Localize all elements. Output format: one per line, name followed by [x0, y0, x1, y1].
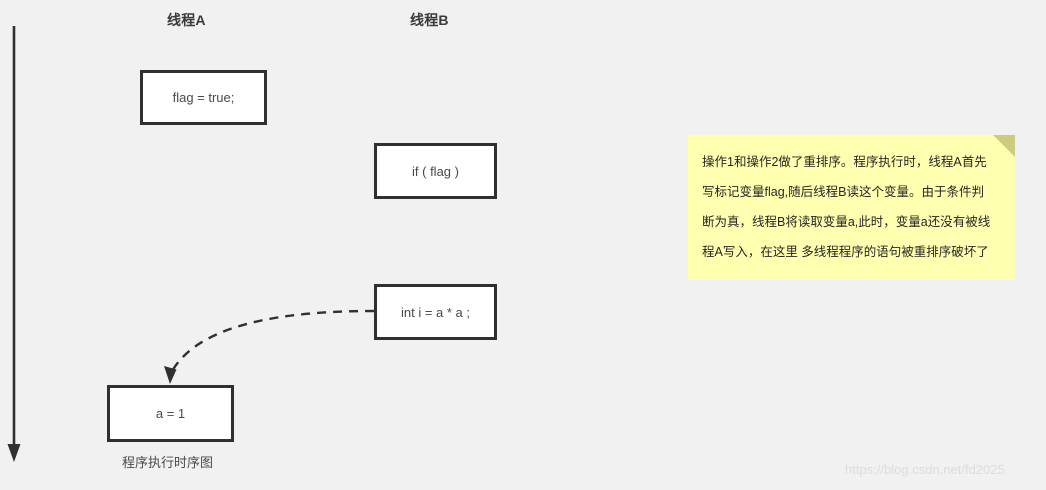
diagram-caption: 程序执行时序图	[122, 455, 214, 470]
statement-box-a-equals-1: a = 1	[107, 385, 234, 442]
explanation-sticky-note: 操作1和操作2做了重排序。程序执行时，线程A首先 写标记变量flag,随后线程B…	[688, 135, 1015, 280]
time-axis-arrowhead	[7, 444, 21, 462]
note-line: 操作1和操作2做了重排序。程序执行时，线程A首先	[702, 155, 987, 169]
note-line: 程A写入，在这里 多线程程序的语句被重排序破坏了	[702, 245, 989, 259]
reorder-dashed-arrow-icon	[140, 285, 390, 390]
reorder-arrow-svg	[164, 309, 375, 384]
reorder-arrow-path	[169, 309, 375, 374]
statement-box-if-flag: if ( flag )	[374, 143, 497, 199]
reorder-arrow-head	[164, 366, 177, 384]
statement-box-flag-true: flag = true;	[140, 70, 267, 125]
source-watermark: https://blog.csdn.net/fd2025	[845, 462, 1005, 477]
note-folded-corner-icon	[993, 135, 1015, 157]
column-header-thread-b: 线程B	[410, 12, 449, 28]
note-line: 写标记变量flag,随后线程B读这个变量。由于条件判	[702, 185, 984, 199]
column-header-thread-a: 线程A	[167, 12, 206, 28]
time-axis-svg	[7, 26, 21, 462]
time-axis-arrow-icon	[0, 20, 30, 468]
statement-box-int-i: int i = a * a ;	[374, 284, 497, 340]
note-line: 断为真，线程B将读取变量a,此时，变量a还没有被线	[702, 215, 991, 229]
